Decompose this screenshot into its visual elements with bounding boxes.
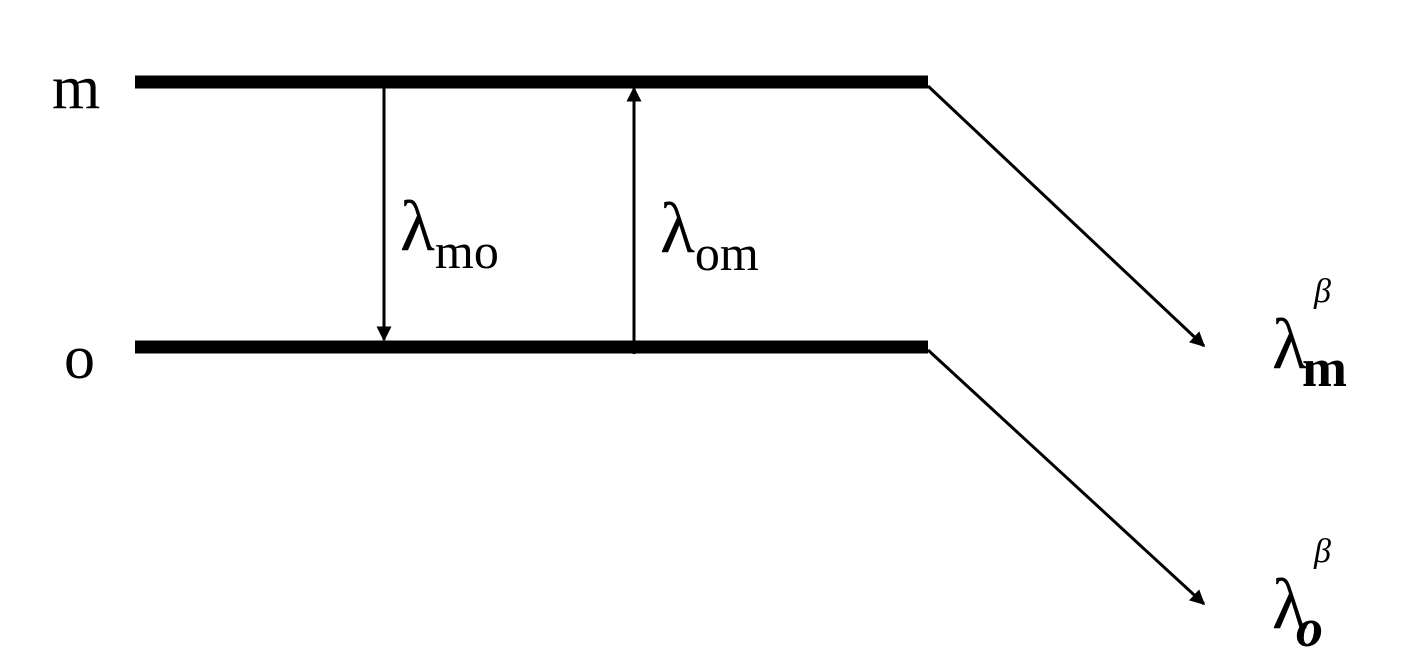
decay-m-label: λ <box>1272 304 1307 384</box>
transition-om-symbol: λ <box>660 188 695 268</box>
decay-o-superscript: β <box>1313 533 1331 570</box>
level-o-label: o <box>64 324 95 392</box>
decay-m-subscript: m <box>1302 338 1347 398</box>
decay-o-label: λ <box>1272 564 1307 644</box>
decay-o-subscript: o <box>1296 598 1323 658</box>
decay-m-superscript: β <box>1313 273 1331 310</box>
decay-m-symbol: λ <box>1272 304 1307 384</box>
transition-om-label: λom <box>660 188 759 281</box>
transition-mo-label: λmo <box>400 186 499 279</box>
transition-om-subscript: om <box>695 225 759 281</box>
level-m-label: m <box>52 54 100 122</box>
decay-o-symbol: λ <box>1272 564 1307 644</box>
transition-mo-subscript: mo <box>435 223 499 279</box>
decay-o-arrow <box>926 348 1206 606</box>
transition-mo-symbol: λ <box>400 186 435 266</box>
decay-m-arrow <box>926 84 1206 348</box>
